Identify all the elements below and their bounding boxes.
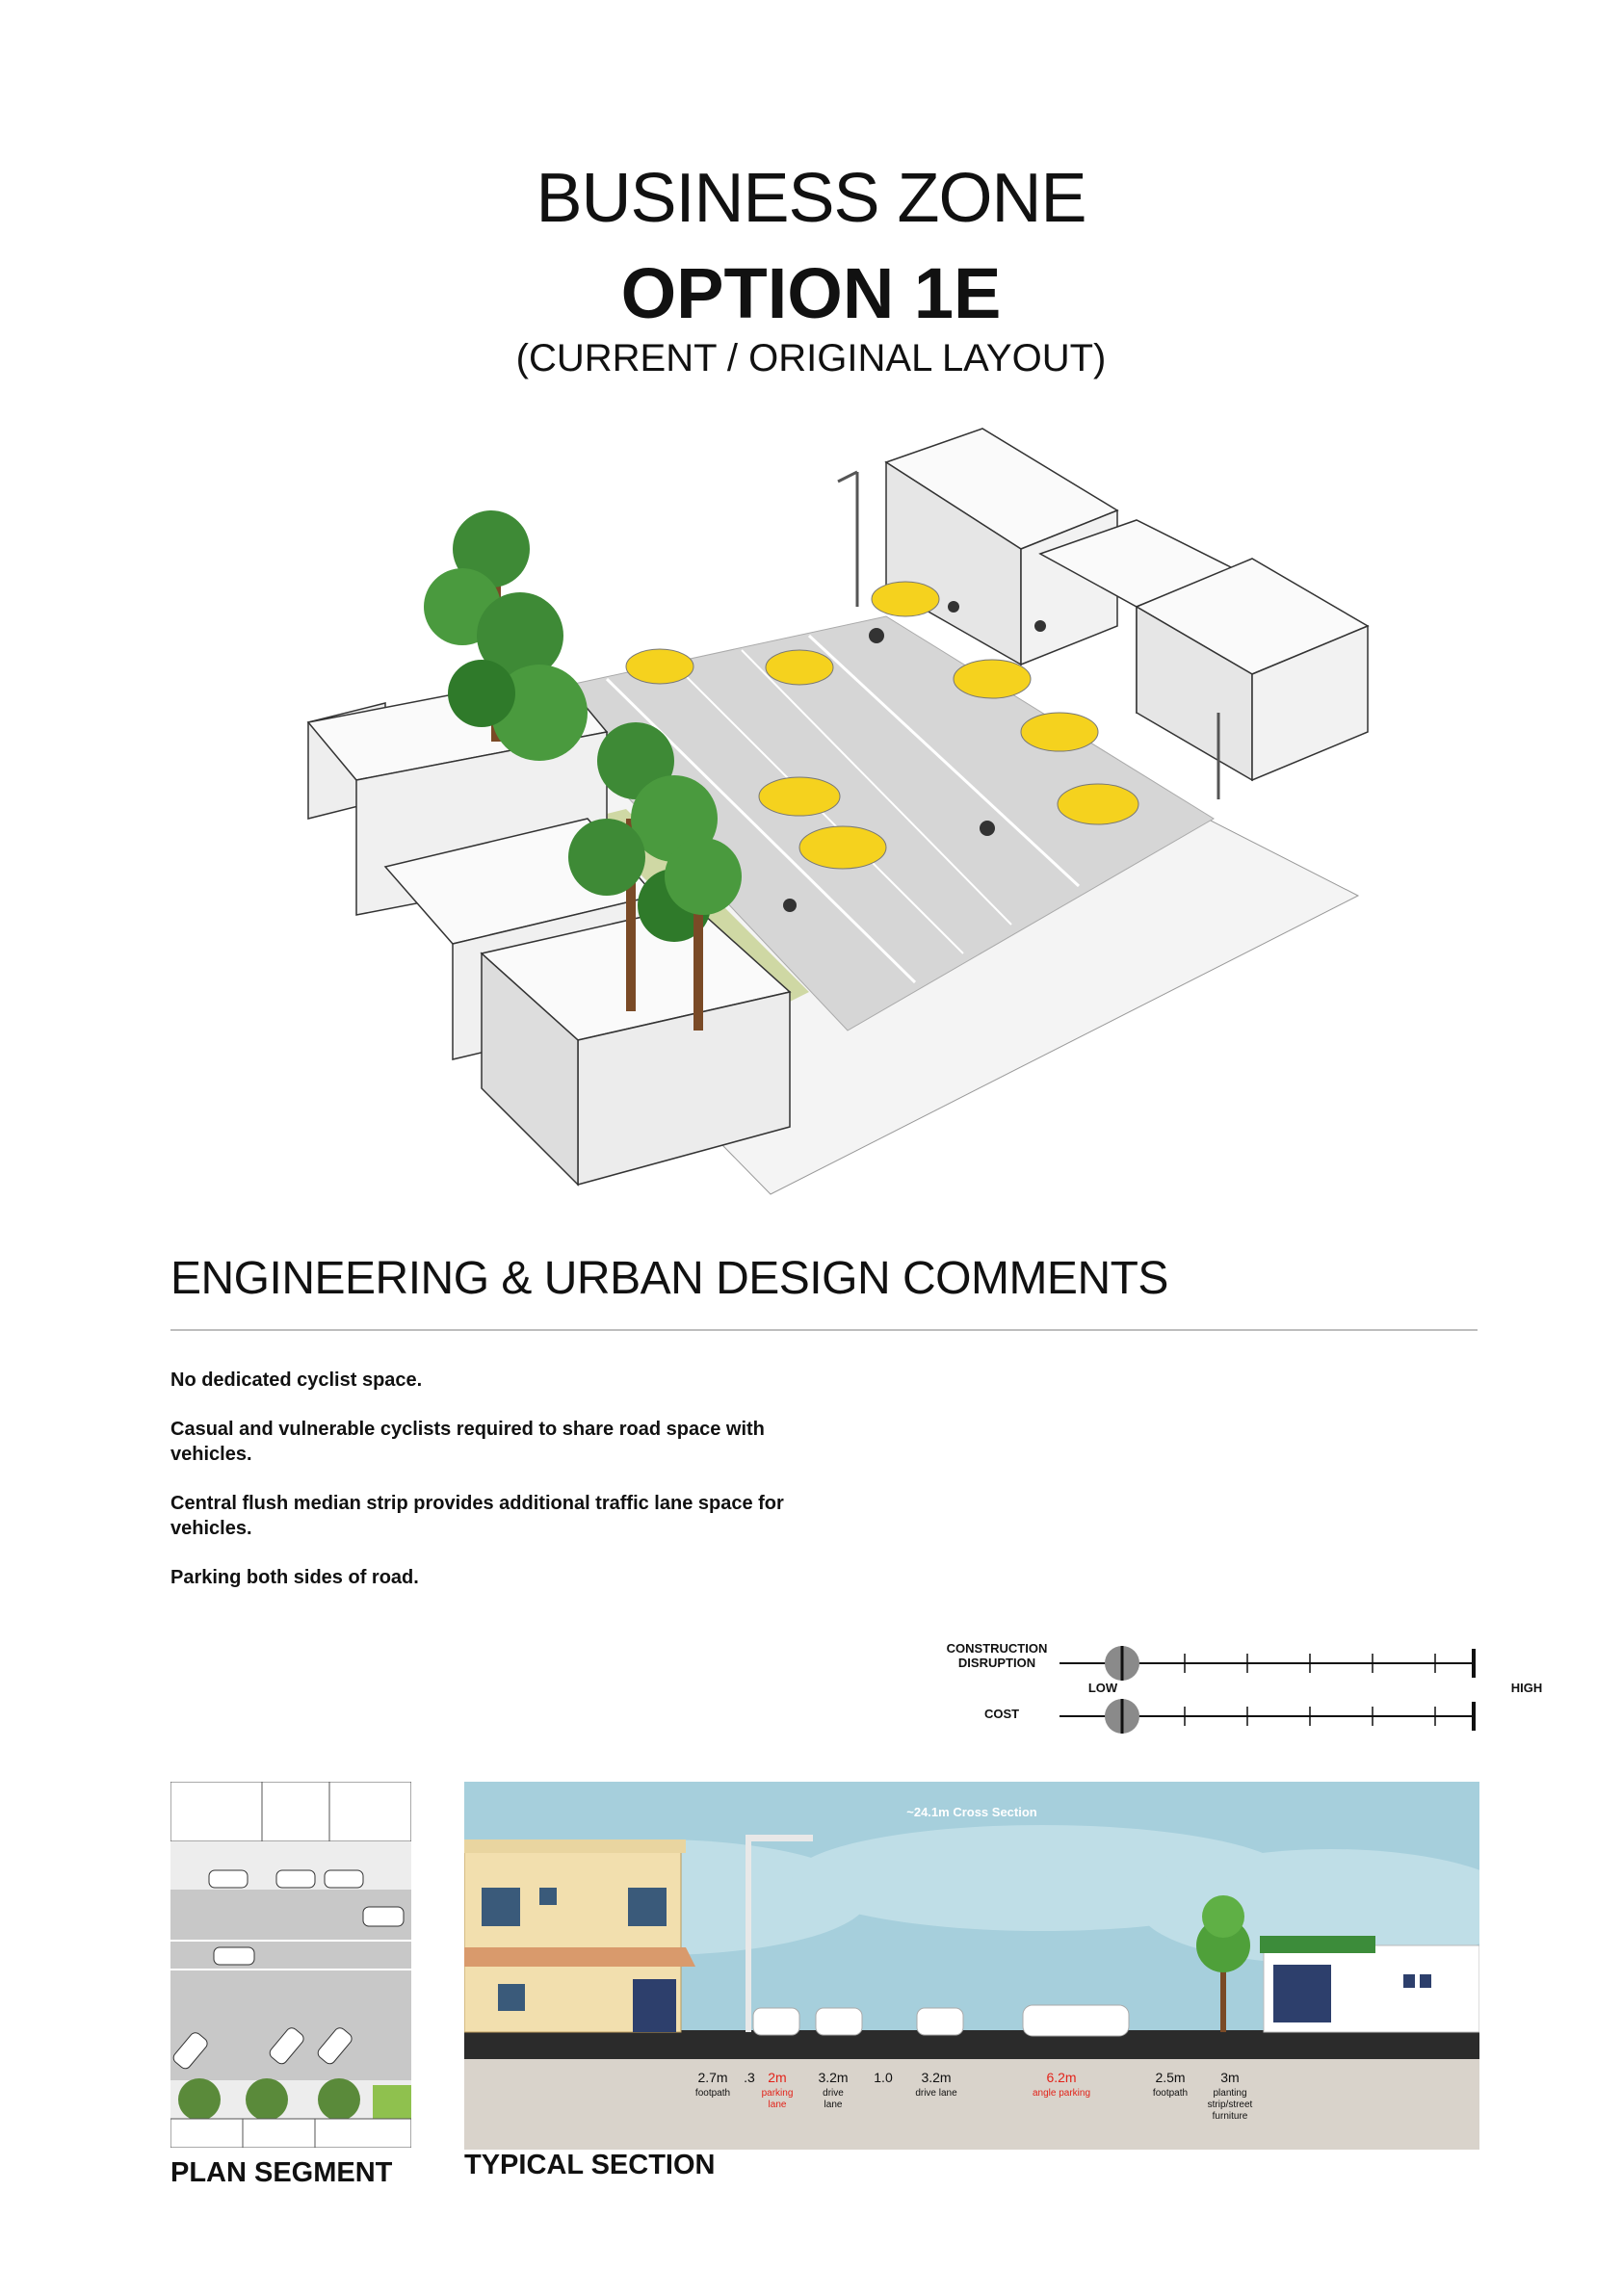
comments-list: No dedicated cyclist space. Casual and v… <box>170 1368 806 1614</box>
dimension-desc: strip/street <box>1208 2100 1253 2110</box>
rating-track-cost <box>1060 1699 1476 1734</box>
isometric-street-illustration <box>306 428 1370 1195</box>
option-title: OPTION 1E <box>620 253 1002 333</box>
rating-label-disruption: CONSTRUCTION DISRUPTION <box>946 1641 1048 1670</box>
dimension-desc: furniture <box>1213 2111 1248 2122</box>
typical-section-panel: ~24.1m Cross Section 2.7m footpath .3 2m par… <box>445 1782 1524 2150</box>
dimension-width: 6.2m <box>1046 2070 1076 2085</box>
rating-track-disruption <box>1060 1646 1476 1681</box>
rating-label-cost: COST <box>983 1707 1020 1721</box>
comments-heading: ENGINEERING & URBAN DESIGN COMMENTS <box>170 1253 1168 1304</box>
dimension-desc: drive lane <box>915 2088 957 2099</box>
dimension-width: 3.2m <box>921 2070 951 2085</box>
cross-section-label: ~24.1m Cross Section <box>906 1805 1037 1819</box>
rating-scale <box>1060 1646 1476 1734</box>
dimension-desc: lane <box>769 2100 787 2110</box>
typical-section-drawing: ~24.1m Cross Section 2.7m footpath .3 2m par… <box>445 1782 1524 2150</box>
dimension-desc: lane <box>824 2100 843 2110</box>
dimension-width: 2m <box>768 2070 786 2085</box>
comment-item: No dedicated cyclist space. <box>170 1370 423 1391</box>
section-divider <box>170 1329 1478 1331</box>
comment-item: Parking both sides of road. <box>170 1567 419 1588</box>
page-title: BUSINESS ZONE <box>536 160 1086 237</box>
dimension-width: 3.2m <box>818 2070 848 2085</box>
dimension-width: 3m <box>1220 2070 1239 2085</box>
dimension-desc: planting <box>1213 2088 1246 2099</box>
comment-item: Casual and vulnerable cyclists required … <box>170 1419 765 1465</box>
option-subtitle: (CURRENT / ORIGINAL LAYOUT) <box>515 337 1107 379</box>
rating-high-label: HIGH <box>1510 1681 1543 1695</box>
typical-section-label: TYPICAL SECTION <box>464 2150 716 2180</box>
dimension-desc: drive <box>823 2088 844 2099</box>
dimension-width: 2.5m <box>1155 2070 1185 2085</box>
dimension-desc: parking <box>762 2088 794 2099</box>
dimension-desc: footpath <box>1153 2088 1188 2099</box>
dimension-width: .3 <box>744 2070 755 2085</box>
plan-segment-drawing <box>170 1782 411 2148</box>
dimension-desc: footpath <box>695 2088 730 2099</box>
dimension-width: 1.0 <box>874 2070 893 2085</box>
comment-item: Central flush median strip provides addi… <box>170 1493 784 1539</box>
dimension-desc: angle parking <box>1033 2088 1090 2099</box>
dimension-width: 2.7m <box>697 2070 727 2085</box>
rating-low-label: LOW <box>1087 1681 1118 1695</box>
plan-segment-label: PLAN SEGMENT <box>170 2157 393 2188</box>
